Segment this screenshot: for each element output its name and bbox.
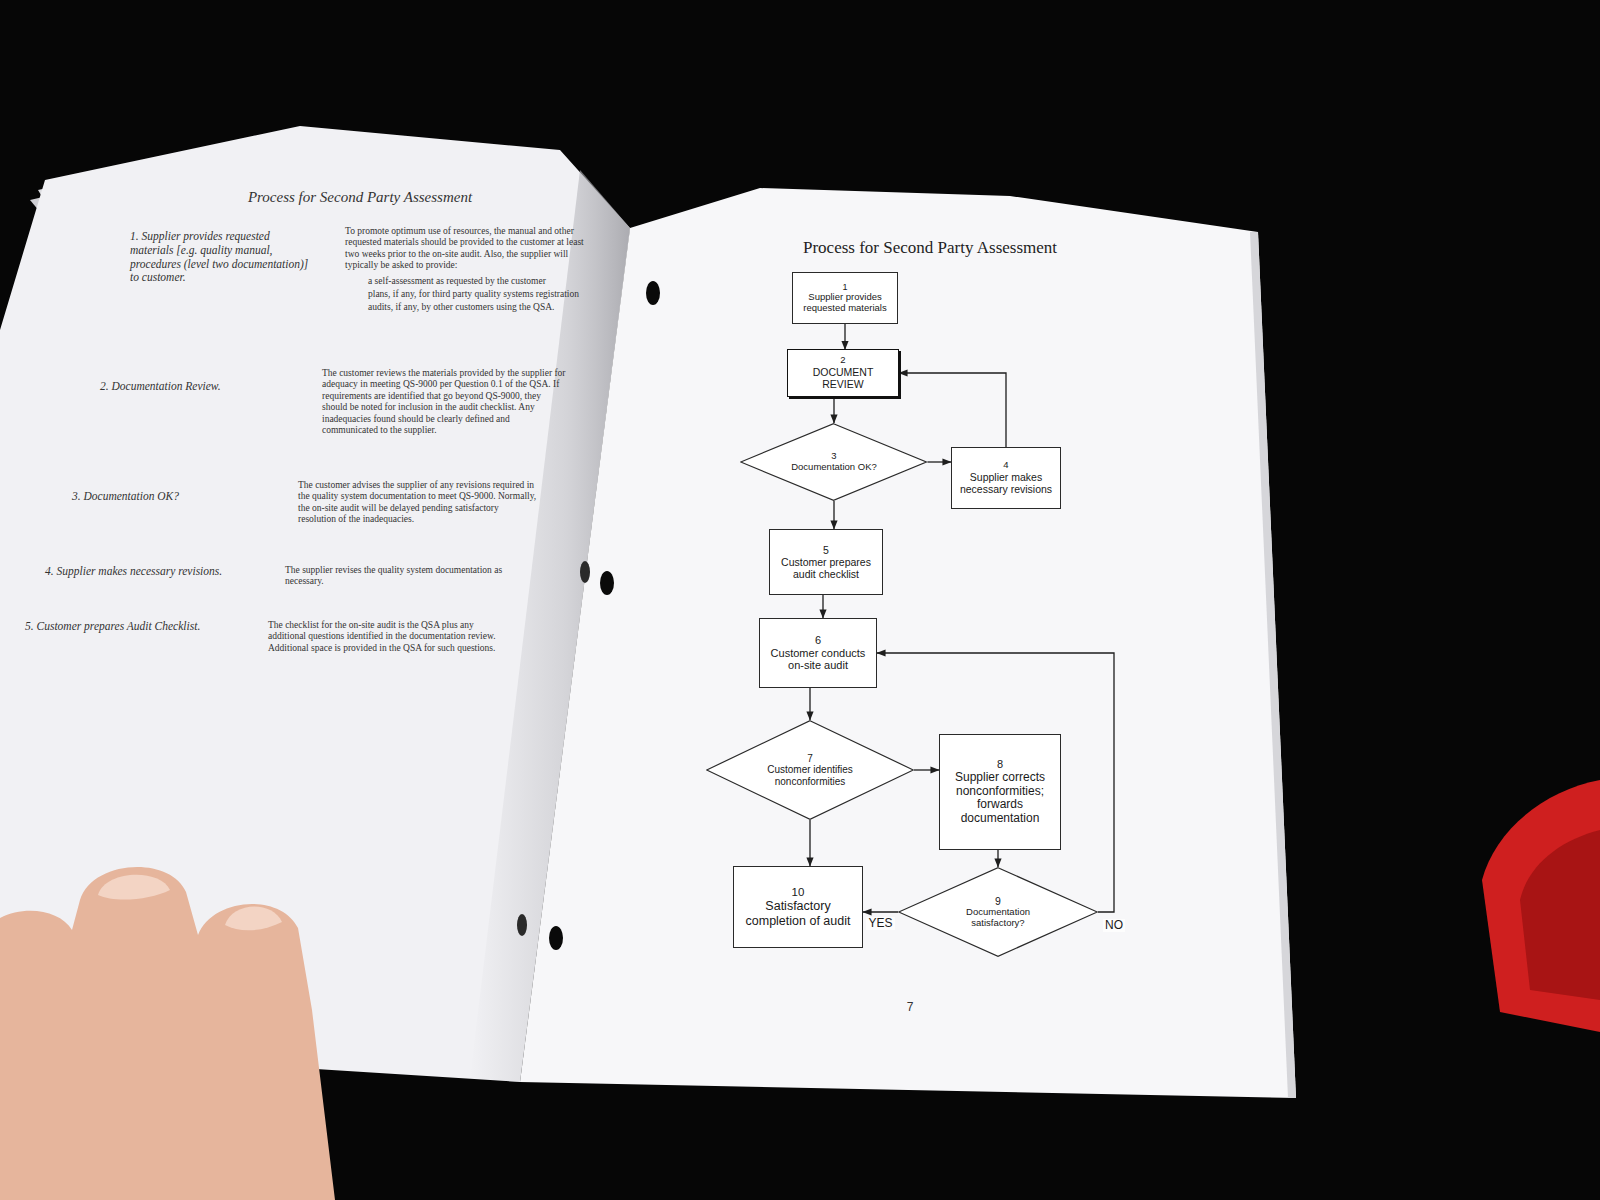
node-text: 8Supplier corrects nonconformities; forw… (945, 758, 1055, 826)
node-text: 1Supplier provides requested materials (798, 282, 892, 314)
step-label: Supplier corrects nonconformities; forwa… (945, 771, 1055, 826)
step-heading: 3. Documentation OK? (72, 490, 272, 504)
process-box: 4Supplier makes necessary revisions (951, 447, 1061, 509)
fingernail (98, 875, 170, 900)
step-text: plans, if any, for third party quality s… (368, 289, 590, 300)
flow-arrow (822, 595, 823, 618)
step-text: To promote optimum use of resources, the… (345, 226, 590, 272)
right-page (520, 188, 1296, 1098)
process-box: 5Customer prepares audit checklist (769, 529, 883, 595)
step-number: 5 (775, 544, 877, 556)
flow-arrow (809, 820, 810, 866)
step-heading: 5. Customer prepares Audit Checklist. (25, 620, 205, 634)
step-label: Documentation OK? (791, 462, 877, 473)
process-box: 8Supplier corrects nonconformities; forw… (939, 734, 1061, 850)
step-text: The customer advises the supplier of any… (298, 480, 538, 526)
step-heading: 1. Supplier provides requested materials… (130, 230, 310, 285)
diamond-shape (741, 424, 927, 501)
diamond-shape (707, 721, 914, 820)
step-text: The checklist for the on-site audit is t… (268, 620, 513, 654)
step-label: Supplier provides requested materials (798, 292, 892, 314)
step-label: DOCUMENT REVIEW (793, 366, 893, 390)
flow-arrow (809, 688, 810, 720)
step-number: 9 (952, 895, 1044, 907)
step-number: 10 (739, 886, 857, 899)
binding-hole (549, 926, 563, 950)
node-text: 4Supplier makes necessary revisions (957, 460, 1055, 495)
node-text: 10Satisfactory completion of audit (739, 886, 857, 928)
page-edge (1250, 232, 1296, 1098)
page-heading: Process for Second Party Assessment (210, 188, 510, 206)
process-box: 2DOCUMENT REVIEW (787, 349, 899, 396)
step-number: 3 (791, 451, 877, 462)
node-text: 6Customer conducts on-site audit (765, 634, 871, 672)
decision-diamond: 3Documentation OK? (740, 423, 927, 501)
process-box: 10Satisfactory completion of audit (733, 866, 863, 948)
step-text: audits, if any, by other customers using… (368, 302, 590, 313)
node-text: 3Documentation OK? (791, 451, 877, 473)
flow-arrow (833, 501, 834, 529)
step-label: Customer prepares audit checklist (775, 556, 877, 580)
step-number: 1 (798, 282, 892, 292)
flow-arrow (928, 461, 951, 462)
step-heading: 4. Supplier makes necessary revisions. (45, 565, 225, 579)
binding-hole (580, 561, 590, 583)
page-title: Process for Second Party Assessment (803, 238, 1057, 258)
step-number: 8 (945, 758, 1055, 771)
step-label: Satisfactory completion of audit (739, 899, 857, 928)
node-text: 7Customer identifies nonconformities (762, 753, 858, 788)
node-text: 9Documentation satisfactory? (952, 895, 1044, 929)
flow-arrow (863, 911, 898, 912)
step-label: Customer identifies nonconformities (762, 764, 858, 787)
binding-hole (517, 914, 527, 936)
step-label: Documentation satisfactory? (952, 907, 1044, 929)
process-box: 1Supplier provides requested materials (792, 272, 898, 324)
flow-arrow (997, 850, 998, 867)
step-text: a self-assessment as requested by the cu… (368, 276, 590, 287)
edge-label: YES (866, 917, 894, 930)
decision-diamond: 7Customer identifies nonconformities (706, 720, 914, 820)
flow-arrow (833, 397, 834, 423)
step-text: The supplier revises the quality system … (285, 565, 525, 588)
flow-arrow (914, 769, 939, 770)
step-number: 2 (793, 355, 893, 366)
step-label: Supplier makes necessary revisions (957, 471, 1055, 495)
diamond-shape (899, 868, 1098, 957)
edge-label: NO (1103, 919, 1125, 932)
process-box: 6Customer conducts on-site audit (759, 618, 877, 688)
step-heading: 2. Documentation Review. (100, 380, 300, 394)
fingernail (225, 907, 282, 931)
binding-hole (646, 281, 660, 305)
red-object-shade (1520, 830, 1600, 1000)
binding-hole (600, 571, 614, 595)
flow-arrow (844, 324, 845, 349)
step-text: 7 (880, 1000, 940, 1014)
node-text: 2DOCUMENT REVIEW (793, 355, 893, 390)
hand (0, 867, 335, 1200)
step-number: 4 (957, 460, 1055, 471)
decision-diamond: 9Documentation satisfactory? (898, 867, 1098, 957)
step-number: 6 (765, 634, 871, 647)
node-text: 5Customer prepares audit checklist (775, 544, 877, 580)
step-label: Customer conducts on-site audit (765, 647, 871, 672)
flow-arrow (899, 373, 1006, 447)
red-object (1482, 780, 1600, 1032)
step-text: The customer reviews the materials provi… (322, 368, 567, 436)
step-number: 7 (762, 753, 858, 765)
